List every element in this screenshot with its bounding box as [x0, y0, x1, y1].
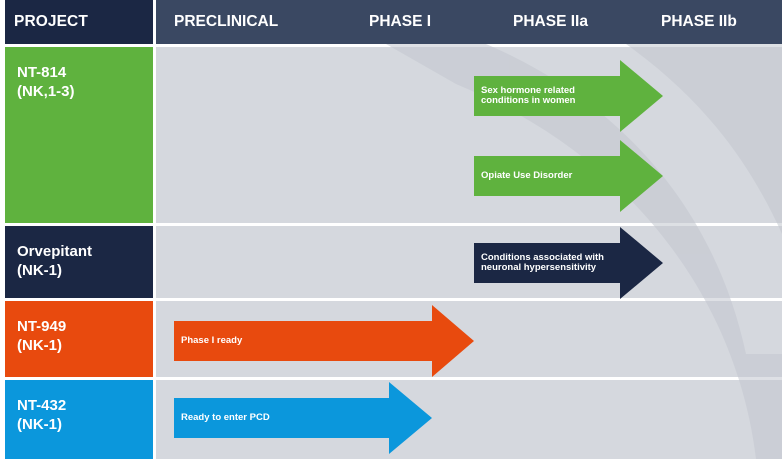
project-nt-432: NT-432 (NK-1)	[5, 380, 153, 459]
project-target: (NK-1)	[17, 337, 62, 354]
project-target: (NK-1)	[17, 416, 62, 433]
arrow-label: Ready to enter PCD	[181, 412, 270, 423]
arrow-neuronal-hypersensitivity: Conditions associated with neuronal hype…	[474, 227, 663, 299]
header-phase-2a: PHASE IIa	[513, 13, 588, 30]
project-name: NT-432	[17, 397, 67, 414]
header-project: PROJECT	[5, 0, 153, 44]
header-phase-1: PHASE I	[369, 13, 432, 30]
header-phase-preclinical: PRECLINICAL	[174, 13, 279, 30]
lane-nt-814	[156, 47, 782, 223]
project-name: Orvepitant	[17, 243, 93, 260]
arrow-phase-1-ready: Phase I ready	[174, 305, 474, 377]
arrow-ready-pcd: Ready to enter PCD	[174, 382, 432, 454]
arrow-label: Opiate Use Disorder	[481, 170, 573, 181]
header-phases	[156, 0, 782, 44]
project-target: (NK,1-3)	[17, 83, 75, 100]
arrow-label: Phase I ready	[181, 335, 243, 346]
header-phase-2b: PHASE IIb	[661, 13, 737, 30]
header-project-label: PROJECT	[14, 13, 88, 30]
arrow-label: Conditions associated with neuronal hype…	[481, 252, 604, 273]
project-nt-814: NT-814 (NK,1-3)	[5, 47, 153, 223]
project-name: NT-814	[17, 64, 67, 81]
project-orvepitant: Orvepitant (NK-1)	[5, 226, 153, 298]
arrow-opiate-use: Opiate Use Disorder	[474, 140, 663, 212]
project-target: (NK-1)	[17, 262, 62, 279]
arrow-label: Sex hormone related conditions in women	[481, 85, 576, 106]
project-name: NT-949	[17, 318, 67, 335]
lane-orvepitant	[156, 226, 782, 298]
arrow-sex-hormone: Sex hormone related conditions in women	[474, 60, 663, 132]
project-nt-949: NT-949 (NK-1)	[5, 301, 153, 377]
